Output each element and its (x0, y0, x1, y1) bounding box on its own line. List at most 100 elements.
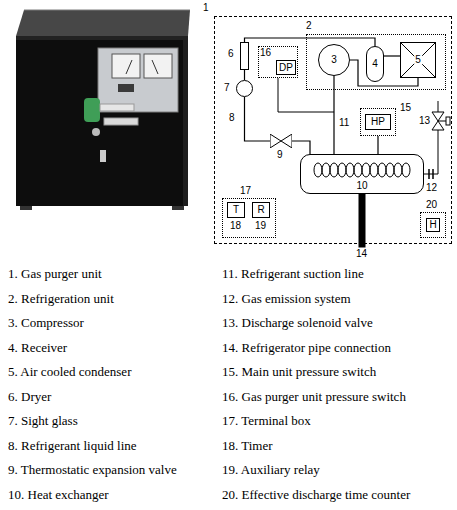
heat-exchanger-coil (314, 163, 410, 177)
callout-number: 13 (419, 115, 430, 127)
legend-item: 4. Receiver (8, 340, 67, 355)
compressor-circle: 3 (318, 44, 350, 76)
pipe-fitting (104, 118, 138, 125)
coil-loop (402, 163, 410, 177)
switch-boundary: 15HP (360, 108, 396, 136)
vent-outlet (438, 101, 439, 112)
pipe-connector (333, 76, 334, 154)
callout-number: 12 (426, 182, 437, 194)
callout-number: 16 (260, 47, 271, 59)
pipe-connector (384, 55, 400, 56)
counter-display (118, 84, 134, 92)
receiver-vessel: 4 (366, 46, 384, 82)
symbol-label: H (429, 219, 436, 231)
pipe-connector (244, 70, 245, 80)
unit-photo (16, 10, 190, 210)
heat-exchanger: 10 (300, 154, 424, 194)
coil-loop (362, 163, 370, 177)
valve-half (281, 134, 292, 148)
callout-number: 11 (339, 117, 349, 129)
callout-number: 14 (356, 248, 367, 260)
callout-number: 9 (277, 149, 283, 161)
pipe-connector (245, 97, 271, 141)
cabinet-foot (172, 206, 184, 210)
cabinet-foot (20, 206, 32, 210)
coil-loop (322, 163, 330, 177)
solenoid-valve-symbol (432, 112, 444, 121)
pipe-stub (100, 150, 106, 162)
callout-number: 1 (203, 2, 209, 14)
legend-item: 18. Timer (222, 438, 273, 453)
orifice-bar (428, 169, 430, 179)
legend-item: 12. Gas emission system (222, 291, 351, 306)
coil-loop (314, 163, 322, 177)
solenoid-valve-symbol (432, 121, 444, 130)
callout-number: 5 (414, 54, 422, 66)
legend-item: 7. Sight glass (8, 413, 78, 428)
callout-number: 8 (229, 112, 235, 124)
condenser-cross (400, 42, 436, 78)
unit-boundary: 1234516DP6791015HP17T18R1920H (214, 16, 452, 244)
legend-item: 19. Auxiliary relay (222, 462, 320, 477)
gauge-needle (126, 60, 132, 74)
legend-item: 6. Dryer (8, 389, 51, 404)
valve-half (270, 134, 281, 148)
legend-item: 9. Thermostatic expansion valve (8, 462, 177, 477)
sight-glass: 7 (236, 80, 253, 97)
callout-number: 2 (306, 20, 312, 32)
front-panel (98, 48, 178, 112)
legend-item: 13. Discharge solenoid valve (222, 315, 373, 330)
filter-drier (84, 98, 100, 122)
legend-item: 20. Effective discharge time counter (222, 487, 410, 502)
coil-loop (330, 163, 338, 177)
coil-loop (394, 163, 402, 177)
legend-item: 14. Refrigerator pipe connection (222, 340, 391, 355)
callout-number: 20 (426, 199, 437, 211)
legend-item: 5. Air cooled condenser (8, 364, 131, 379)
terminal-box: 17T18R19 (222, 198, 276, 238)
condenser-box: 5 (400, 42, 436, 78)
switch-boundary: 16DP (258, 46, 298, 78)
callout-number: 18 (230, 220, 241, 232)
orifice-bar (432, 169, 434, 179)
lid-edge (24, 10, 190, 11)
emission-line (424, 130, 438, 174)
coil-loop (338, 163, 346, 177)
legend-item: 10. Heat exchanger (8, 487, 109, 502)
pipe-connection (359, 194, 365, 247)
symbol-label: T (233, 204, 239, 216)
legend-item: 8. Refrigerant liquid line (8, 438, 137, 453)
callout-number: 7 (224, 82, 230, 94)
timer-box: T18 (227, 202, 245, 218)
symbol-label: DP (279, 62, 293, 74)
coil-loop (386, 163, 394, 177)
pressure-gauge (144, 54, 172, 78)
pressure-gauge (112, 54, 140, 78)
symbol-label: HP (371, 116, 385, 128)
callout-number: 3 (331, 54, 337, 66)
callout-number: 6 (228, 48, 234, 60)
solenoid-stem (438, 121, 446, 122)
lid-rim (16, 36, 188, 40)
schematic-art (278, 42, 450, 247)
coil-loop (346, 163, 354, 177)
callout-number: 17 (240, 185, 251, 197)
legend-item: 15. Main unit pressure switch (222, 364, 376, 379)
legend-item: 11. Refrigerant suction line (222, 266, 364, 281)
coil-loop (370, 163, 378, 177)
pipe-connector (245, 38, 376, 46)
legend-item: 17. Terminal box (222, 413, 311, 428)
condenser-cross (400, 42, 436, 78)
counter-boundary: 20H (420, 212, 446, 238)
pressure-switch: DP (276, 60, 296, 75)
counter-box: H (426, 218, 440, 232)
pressure-switch: HP (365, 114, 391, 130)
callout-number: 10 (356, 180, 367, 192)
pipe-connector (377, 136, 378, 154)
expansion-valve: 9 (270, 134, 292, 148)
pipe-connector (292, 141, 310, 154)
